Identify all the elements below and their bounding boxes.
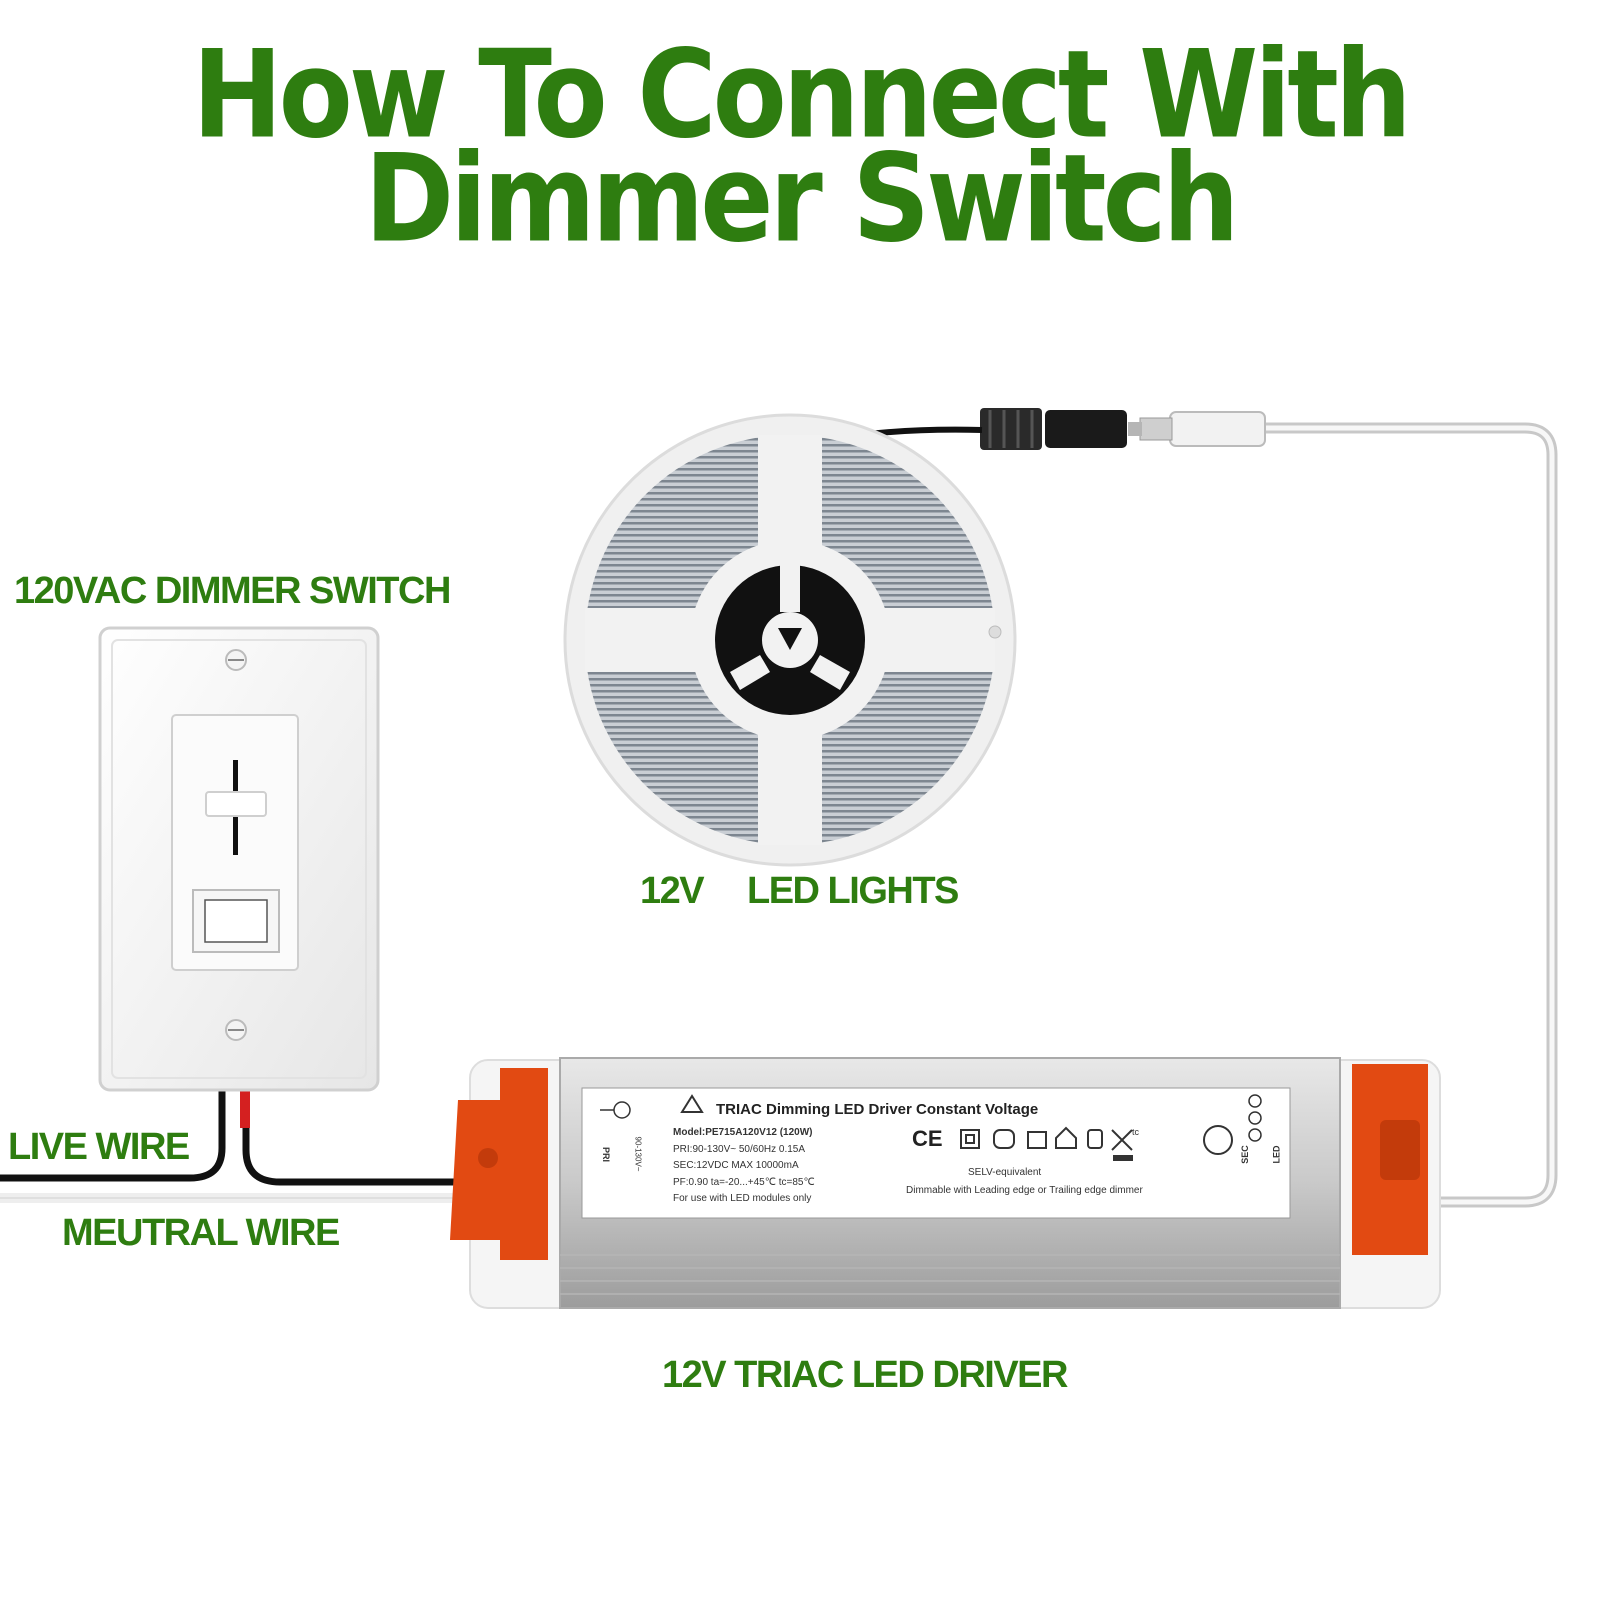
plate-screw-top-icon: [225, 649, 247, 671]
driver-pf-spec: PF:0.90 ta=-20...+45℃ tc=85℃: [673, 1177, 815, 1188]
sec-terminal-icon: [1248, 1094, 1262, 1142]
driver-sec-spec: SEC:12VDC MAX 10000mA: [673, 1160, 799, 1171]
output-cable: [1262, 422, 1558, 1208]
input-wires: [0, 1090, 462, 1203]
led-driver: [450, 1057, 1441, 1309]
led-lights-label: LED LIGHTS: [747, 870, 959, 912]
ce-mark: CE: [912, 1126, 943, 1151]
pri-side-label: PRI: [601, 1146, 612, 1163]
driver-heading: TRIAC Dimming LED Driver Constant Voltag…: [716, 1101, 1039, 1118]
switch-output-wire: [242, 1090, 462, 1186]
driver-use-note: For use with LED modules only: [673, 1193, 812, 1204]
plate-screw-bottom-icon: [225, 1019, 247, 1041]
driver-pri-spec: PRI:90-130V~ 50/60Hz 0.15A: [673, 1144, 806, 1155]
dimmer-switch: [98, 626, 380, 1092]
certification-icons: [960, 1125, 1233, 1161]
dimmer-switch-label: 120VAC DIMMER SWITCH: [14, 570, 451, 612]
pri-range-label: 90-130V~: [633, 1136, 643, 1172]
end-cap-left: [450, 1068, 548, 1260]
tc-mark: tc: [1132, 1127, 1140, 1137]
driver-name-label: 12V TRIAC LED DRIVER: [662, 1354, 1068, 1396]
driver-logo-icon: [680, 1094, 704, 1113]
led-side-label: LED: [1271, 1145, 1282, 1164]
led-lights-voltage-label: 12V: [640, 870, 705, 912]
driver-selv: SELV-equivalent: [968, 1167, 1042, 1178]
dimmer-slider: [205, 791, 267, 817]
neutral-wire-label: MEUTRAL WIRE: [62, 1212, 340, 1254]
title-line-1: How To Connect With: [192, 25, 1411, 166]
live-wire-label: LIVE WIRE: [8, 1126, 190, 1168]
driver-dimmable-note: Dimmable with Leading edge or Trailing e…: [906, 1185, 1143, 1196]
driver-model: Model:PE715A120V12 (120W): [673, 1127, 813, 1138]
sec-side-label: SEC: [1239, 1145, 1250, 1164]
led-strip-reel: [563, 413, 1017, 867]
live-wire: [0, 1090, 226, 1182]
dc-male-connector: [1128, 411, 1266, 447]
title-line-2: Dimmer Switch: [364, 129, 1240, 270]
red-wire: [240, 1090, 250, 1128]
pri-terminal-icon: [600, 1101, 631, 1119]
dc-female-connector: [980, 408, 1127, 450]
